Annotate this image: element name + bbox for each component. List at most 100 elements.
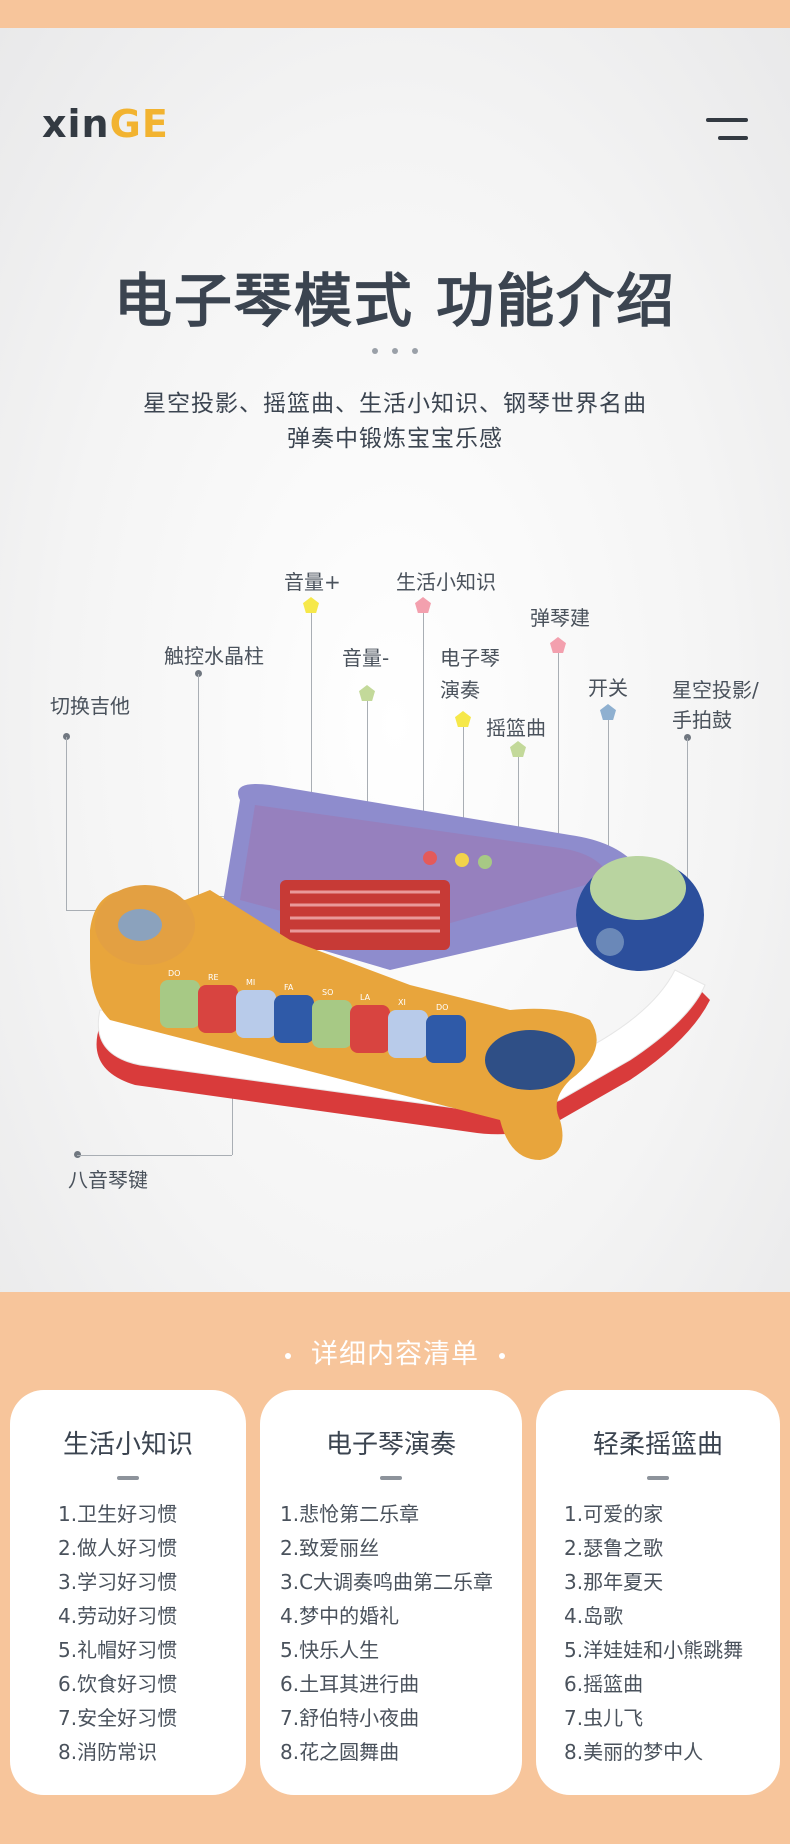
callout-power: 开关 (588, 676, 628, 700)
callout-marker-play-key (550, 637, 566, 653)
card-title: 电子琴演奏 (325, 1430, 456, 1460)
list-item: 7.舒伯特小夜曲 (280, 1706, 420, 1730)
callout-pin-touch-crystal (195, 670, 202, 677)
title-dots-divider (372, 348, 418, 354)
callout-volume-up: 音量+ (284, 570, 341, 594)
list-item: 5.礼帽好习惯 (58, 1638, 178, 1662)
callout-marker-power (600, 704, 616, 720)
list-item: 6.饮食好习惯 (58, 1672, 178, 1696)
list-item: 7.虫儿飞 (564, 1706, 644, 1730)
callout-marker-volume-down (359, 685, 375, 701)
callout-lullaby: 摇篮曲 (486, 716, 546, 740)
leader-line (608, 720, 609, 860)
list-item: 6.土耳其进行曲 (280, 1672, 420, 1696)
leader-line (423, 613, 424, 857)
card-divider (117, 1476, 139, 1480)
list-item: 8.消防常识 (58, 1740, 158, 1764)
leader-line (463, 727, 464, 873)
card-title: 生活小知识 (62, 1430, 193, 1460)
callout-piano-play-1: 电子琴 (440, 646, 500, 670)
toy-key-5 (312, 1000, 352, 1048)
toy-head-decoration (485, 1030, 575, 1090)
callout-pin-switch-guitar (63, 733, 70, 740)
toy-key-2 (198, 985, 238, 1033)
toy-button (455, 853, 469, 867)
toy-power-knob (596, 928, 624, 956)
card-life-knowledge: 生活小知识 1.卫生好习惯 2.做人好习惯 3.学习好习惯 4.劳动好习惯 5.… (10, 1390, 246, 1795)
callout-piano-play-2: 演奏 (440, 678, 480, 702)
list-item: 8.美丽的梦中人 (564, 1740, 704, 1764)
toy-key-label-1: DO (168, 969, 180, 978)
callout-touch-crystal: 触控水晶柱 (164, 644, 264, 668)
subtitle-line-2: 弹奏中锻炼宝宝乐感 (287, 426, 503, 452)
list-item: 1.卫生好习惯 (58, 1502, 178, 1526)
card-lullaby: 轻柔摇篮曲 1.可爱的家 2.瑟鲁之歌 3.那年夏天 4.岛歌 5.洋娃娃和小熊… (536, 1390, 780, 1795)
list-item: 7.安全好习惯 (58, 1706, 178, 1730)
callout-volume-down: 音量- (342, 646, 390, 670)
leader-line (232, 1050, 233, 1155)
list-item: 6.摇篮曲 (564, 1672, 644, 1696)
callout-eight-keys: 八音琴键 (68, 1168, 148, 1192)
toy-key-7 (388, 1010, 428, 1058)
toy-key-label-5: SO (322, 988, 333, 997)
leader-line (311, 613, 312, 835)
toy-key-labels: DO RE MI FA SO LA XI DO (168, 969, 448, 1012)
subtitle-line-1: 星空投影、摇篮曲、生活小知识、钢琴世界名曲 (143, 391, 647, 417)
toy-button (423, 851, 437, 865)
list-item: 3.学习好习惯 (58, 1570, 178, 1594)
toy-key-label-4: FA (284, 983, 294, 992)
list-item: 3.那年夏天 (564, 1570, 664, 1594)
callout-marker-lullaby (510, 741, 526, 757)
toy-key-4 (274, 995, 314, 1043)
toy-key-label-8: DO (436, 1003, 448, 1012)
toy-piano-illustration: DO RE MI FA SO LA XI DO (90, 784, 711, 1160)
card-divider (647, 1476, 669, 1480)
callout-projection-1: 星空投影/ (672, 678, 759, 702)
callout-marker-piano-play (455, 711, 471, 727)
list-item: 2.致爱丽丝 (280, 1536, 380, 1560)
toy-dial-center (118, 909, 162, 941)
card-title: 轻柔摇篮曲 (592, 1430, 723, 1460)
list-item: 4.梦中的婚礼 (280, 1604, 400, 1628)
leader-line (558, 653, 559, 865)
callout-projection-2: 手拍鼓 (672, 708, 732, 732)
toy-key-label-6: LA (360, 993, 371, 1002)
list-item: 8.花之圆舞曲 (280, 1740, 400, 1764)
callout-switch-guitar: 切换吉他 (50, 694, 130, 718)
leader-line (77, 1155, 232, 1156)
callout-pin-projection (684, 734, 691, 741)
top-color-band (0, 0, 790, 28)
list-item: 4.劳动好习惯 (58, 1604, 178, 1628)
page-title: 电子琴模式 功能介绍 (113, 267, 677, 335)
callout-marker-life-knowledge (415, 597, 431, 613)
toy-key-label-3: MI (246, 978, 255, 987)
brand-logo[interactable]: xinGE (42, 102, 169, 146)
card-piano-play: 电子琴演奏 1.悲怆第二乐章 2.致爱丽丝 3.C大调奏鸣曲第二乐章 4.梦中的… (260, 1390, 522, 1795)
toy-button (478, 855, 492, 869)
toy-key-label-7: XI (398, 998, 406, 1007)
list-item: 5.洋娃娃和小熊跳舞 (564, 1638, 744, 1662)
list-item: 4.岛歌 (564, 1604, 624, 1628)
toy-key-8 (426, 1015, 466, 1063)
list-item: 3.C大调奏鸣曲第二乐章 (280, 1570, 494, 1594)
toy-key-row (160, 980, 466, 1063)
leader-line (198, 674, 199, 896)
card-divider (380, 1476, 402, 1480)
list-item: 5.快乐人生 (280, 1638, 380, 1662)
callout-marker-volume-up (303, 597, 319, 613)
toy-projection-drum (590, 856, 686, 920)
list-item: 2.瑟鲁之歌 (564, 1536, 664, 1560)
leader-line (687, 738, 688, 904)
leader-line (518, 757, 519, 872)
toy-key-6 (350, 1005, 390, 1053)
callout-pin-eight-keys (74, 1151, 81, 1158)
list-section-heading: 详细内容清单 (0, 1332, 790, 1371)
callout-life-knowledge: 生活小知识 (396, 570, 496, 594)
hamburger-menu-icon[interactable] (706, 118, 748, 142)
callout-play-key: 弹琴建 (530, 606, 590, 630)
list-item: 1.可爱的家 (564, 1502, 664, 1526)
leader-line (66, 737, 67, 910)
list-item: 2.做人好习惯 (58, 1536, 178, 1560)
toy-key-1 (160, 980, 200, 1028)
toy-key-label-2: RE (208, 973, 219, 982)
